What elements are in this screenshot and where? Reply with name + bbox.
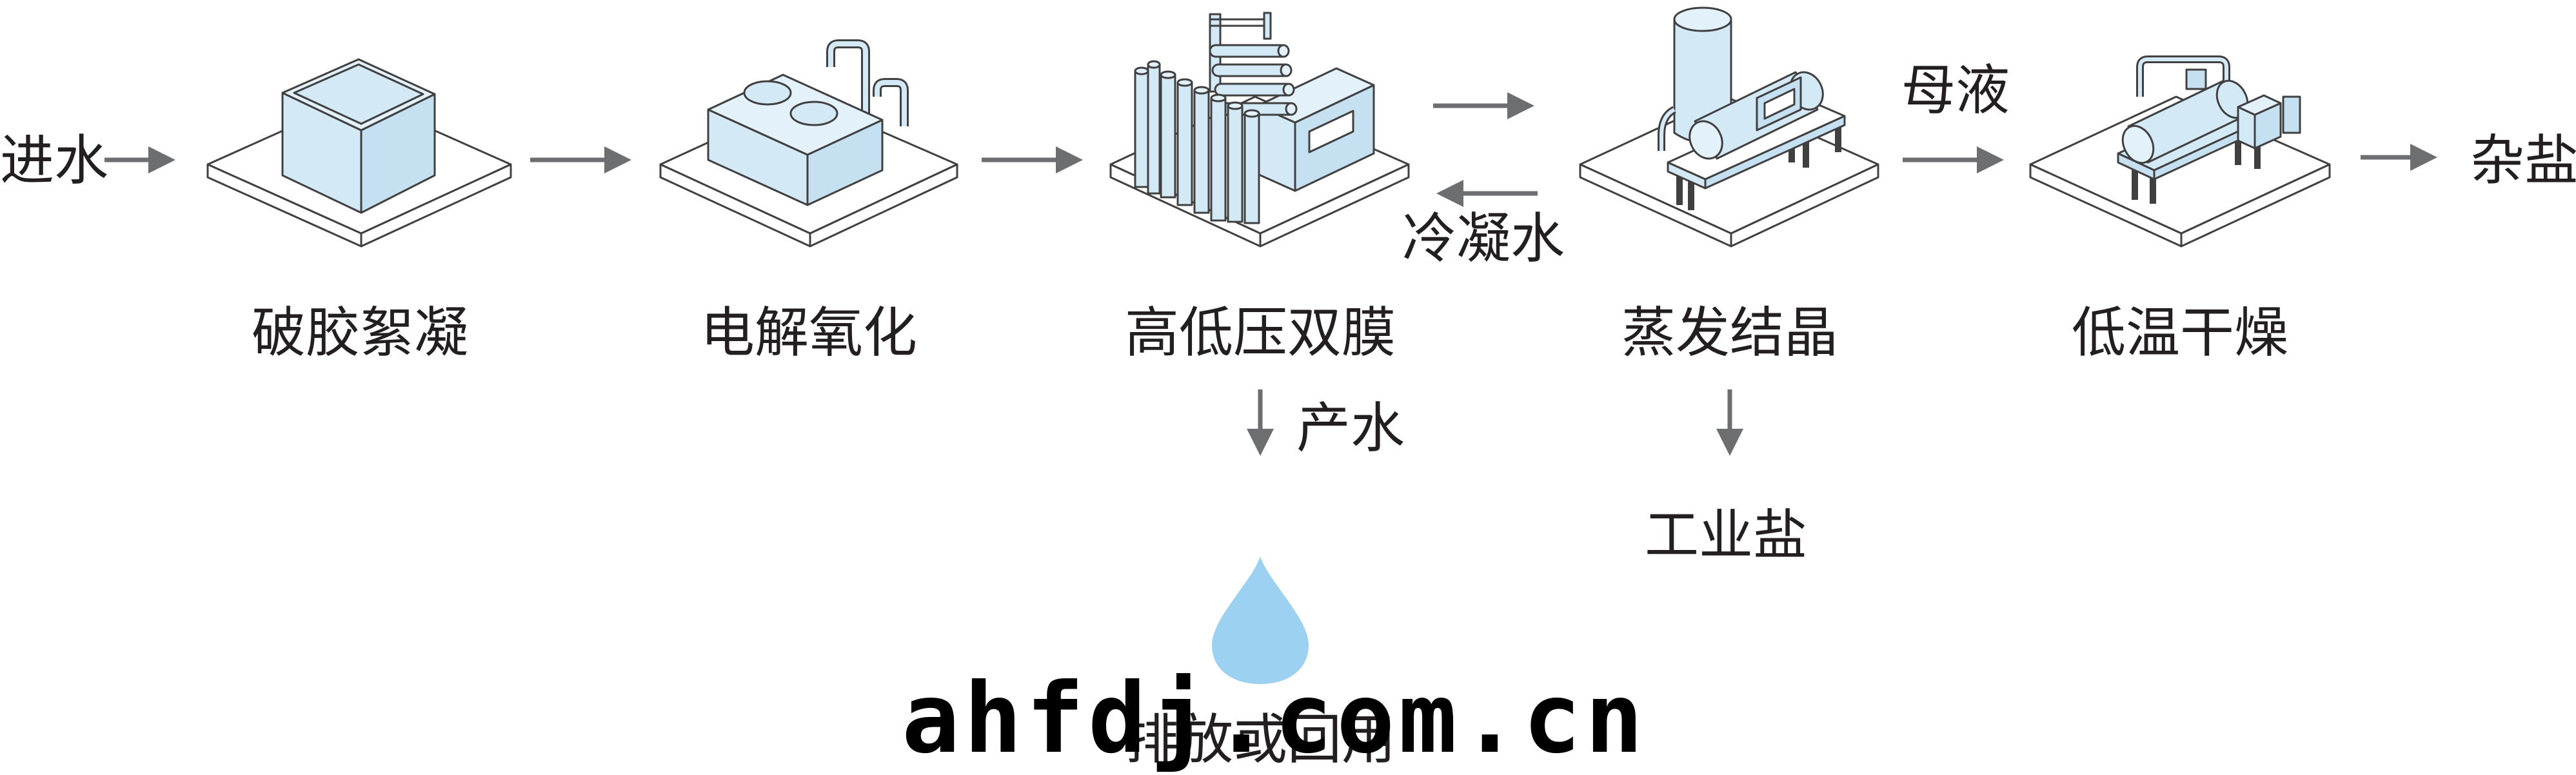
product-water-label: 产水: [1296, 397, 1405, 460]
stage-label-evaporation: 蒸发结晶: [1621, 301, 1839, 364]
discharge-label: 排放或回用: [1124, 708, 1396, 771]
membrane-system-icon: [1109, 12, 1410, 248]
stage-label-drying: 低温干燥: [2071, 301, 2289, 364]
coagulation-tank-icon: [206, 58, 512, 248]
stage-label-electrolysis: 电解氧化: [700, 301, 918, 364]
stage-label-membrane: 高低压双膜: [1124, 301, 1396, 364]
inlet-label: 进水: [0, 129, 109, 192]
dryer-icon: [2029, 55, 2331, 248]
condensate-label: 冷凝水: [1402, 207, 1565, 270]
electrolysis-unit-icon: [659, 39, 958, 248]
industrial-salt-label: 工业盐: [1644, 504, 1808, 567]
outlet-label: 杂盐: [2470, 129, 2576, 192]
flow-arrows: [104, 92, 2437, 456]
stage-label-coagulation: 破胶絮凝: [251, 301, 469, 364]
watermark: ahfdj.com.cn: [902, 663, 1647, 775]
water-drop-icon: [1211, 556, 1309, 685]
evaporator-icon: [1579, 6, 1879, 248]
mother-liquor-label: 母液: [1901, 59, 2010, 122]
